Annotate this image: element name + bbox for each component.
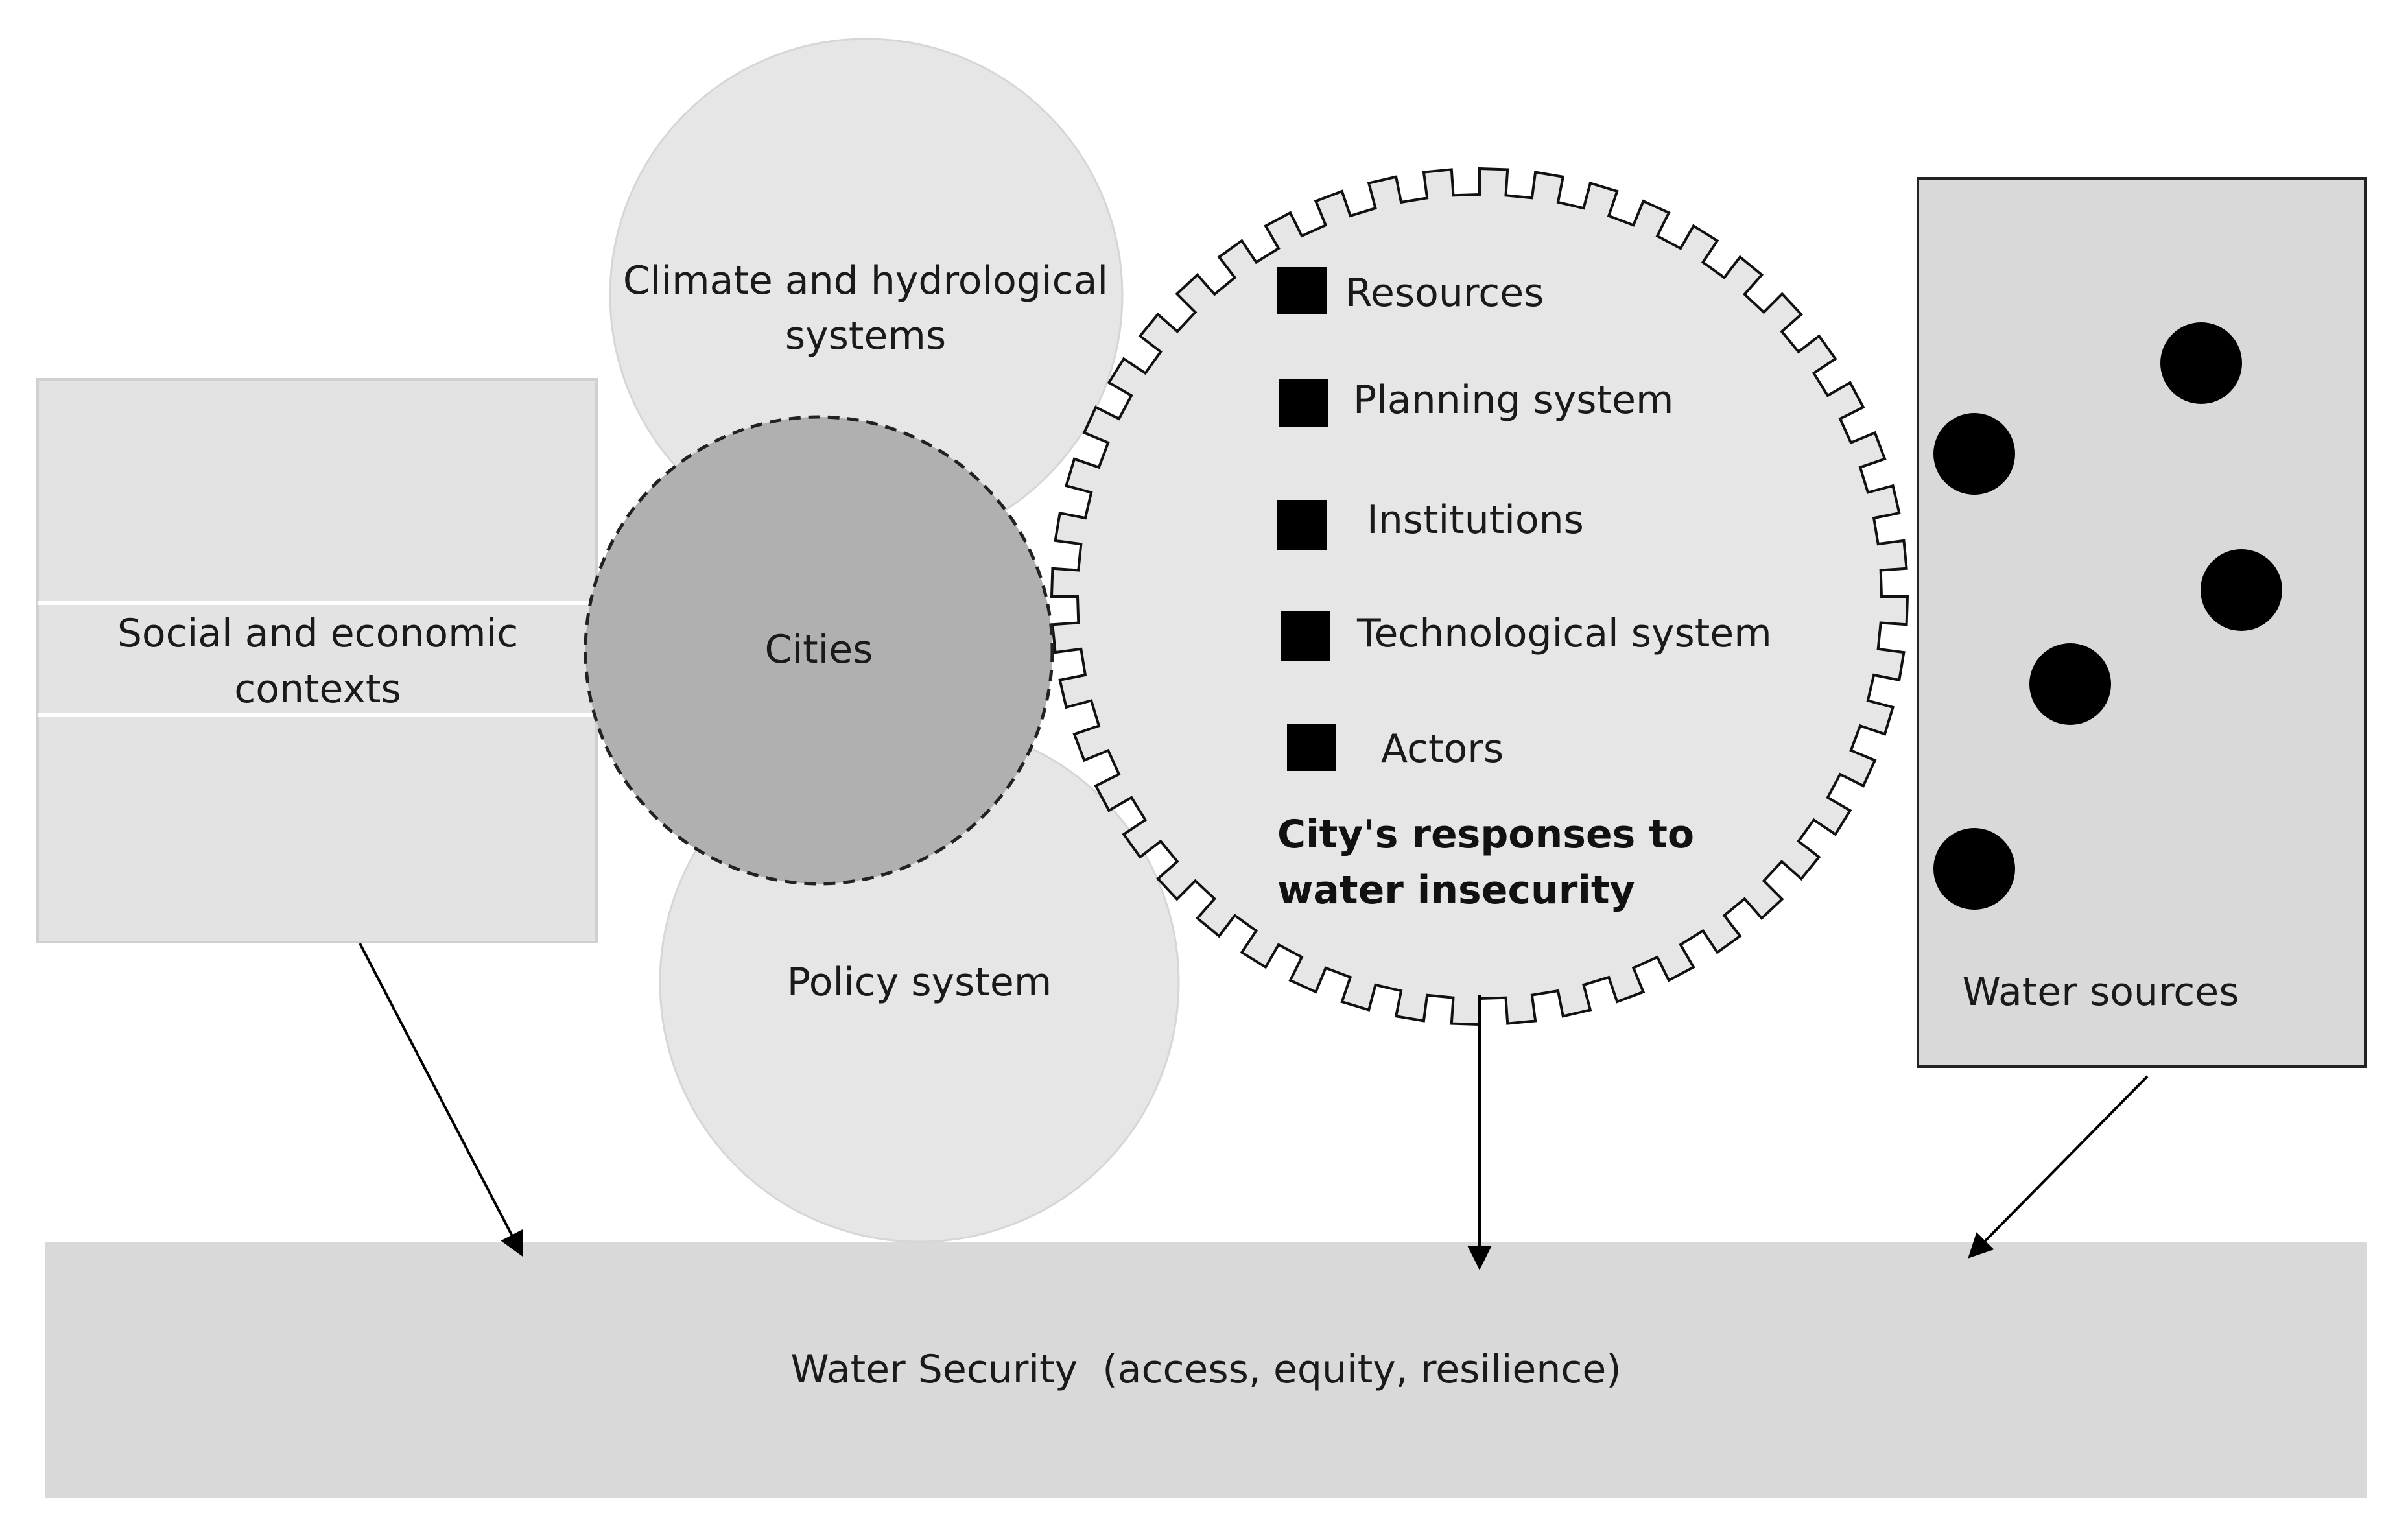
institutions-label: Institutions: [1367, 497, 1584, 543]
climate-label-line2: systems: [785, 313, 946, 359]
water-sources-label: Water sources: [1963, 969, 2239, 1015]
cities-label: Cities: [765, 627, 873, 672]
water-security-label: Water Security (access, equity, resilien…: [790, 1347, 1621, 1392]
responses-title-line2: water insecurity: [1277, 868, 1635, 913]
water-source-dot: [2029, 643, 2111, 725]
social-contexts-label-line2: contexts: [234, 667, 401, 712]
water-sources-box: [1917, 177, 2367, 1068]
actors-marker: [1287, 724, 1336, 771]
water-source-dot: [1933, 413, 2015, 495]
social-contexts-label-line1: Social and economic: [117, 611, 518, 656]
water-source-dot: [2160, 322, 2242, 404]
water-source-dot: [2201, 549, 2282, 631]
social-contexts-label-line2-text: contexts: [234, 667, 401, 712]
technological-label: Technological system: [1356, 611, 1772, 656]
social-contexts-label: Social and economic: [117, 611, 518, 656]
water-sources-dots: [1933, 322, 2282, 910]
technological-marker: [1281, 611, 1330, 661]
resources-label: Resources: [1345, 270, 1544, 316]
planning-label: Planning system: [1353, 377, 1673, 423]
responses-title-line1: City's responses to: [1277, 812, 1694, 857]
arrow-social-to-security: [359, 943, 523, 1257]
cities-circle: [584, 415, 1054, 886]
water-security-box: [45, 1242, 2367, 1498]
policy-label: Policy system: [787, 960, 1052, 1005]
resources-marker: [1277, 267, 1327, 314]
arrow-sources-to-security: [1968, 1075, 2149, 1259]
institutions-marker: [1277, 500, 1327, 550]
water-source-dot: [1933, 828, 2015, 910]
responses-list: Resources Planning system Institutions T…: [1277, 267, 1772, 772]
social-contexts-box: [36, 378, 598, 943]
planning-marker: [1279, 379, 1328, 427]
actors-label: Actors: [1381, 726, 1504, 772]
climate-label-line1: Climate and hydrological: [623, 258, 1108, 303]
